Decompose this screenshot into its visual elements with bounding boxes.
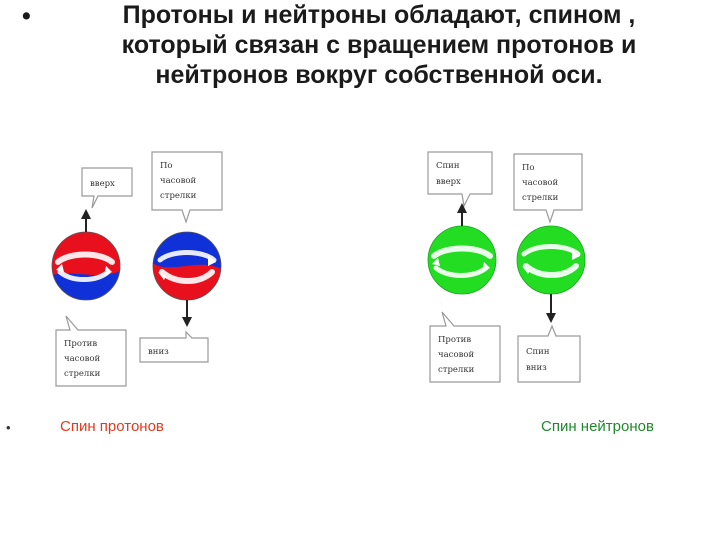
callout-neutron-counterclockwise: Против часовой стрелки [430, 312, 500, 382]
callout-proton-up-line1: вверх [90, 179, 115, 189]
callout-proton-up: вверх [82, 168, 132, 208]
callout-proton-down: вниз [140, 332, 208, 362]
callout-proton-cw-line3: стрелки [160, 191, 197, 201]
callout-proton-down-line1: вниз [148, 347, 169, 357]
callout-proton-ccw-line1: Против [64, 339, 97, 349]
callout-neutron-cw-line3: стрелки [522, 193, 559, 203]
neutron-spin-caption: Спин нейтронов [541, 418, 654, 435]
callout-neutron-spin-up: Спин вверх [428, 152, 492, 206]
callout-neutron-ccw-line1: Против [438, 335, 471, 345]
callout-neutron-clockwise: По часовой стрелки [514, 154, 582, 222]
bottom-bullet: • [6, 420, 11, 435]
callout-neutron-up-line2: вверх [436, 177, 461, 187]
neutron-spin-up [428, 226, 496, 294]
callout-neutron-spin-down: Спин вниз [518, 326, 580, 382]
callout-proton-cw-line1: По [160, 161, 173, 171]
callout-neutron-cw-line2: часовой [522, 178, 558, 188]
callout-neutron-ccw-line2: часовой [438, 350, 474, 360]
callout-neutron-ccw-line3: стрелки [438, 365, 475, 375]
callout-neutron-down-line2: вниз [526, 363, 547, 373]
proton-spin-down [151, 230, 223, 302]
callout-neutron-down-line1: Спин [526, 347, 550, 357]
callout-neutron-up-line1: Спин [436, 161, 460, 171]
proton-spin-caption: Спин протонов [60, 418, 164, 435]
callout-proton-counterclockwise: Против часовой стрелки [56, 316, 126, 386]
callout-proton-clockwise: По часовой стрелки [152, 152, 222, 222]
callout-proton-cw-line2: часовой [160, 176, 196, 186]
callout-proton-ccw-line2: часовой [64, 354, 100, 364]
proton-spin-up [50, 230, 122, 302]
callout-neutron-cw-line1: По [522, 163, 535, 173]
neutron-spin-down [517, 226, 585, 294]
callout-proton-ccw-line3: стрелки [64, 369, 101, 379]
